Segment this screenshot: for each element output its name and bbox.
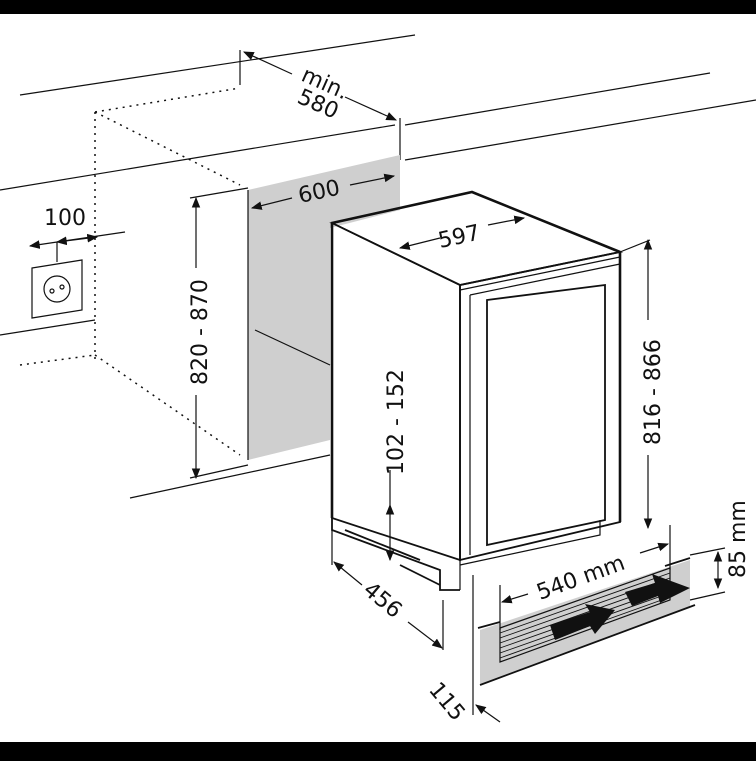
appliance-height-label: 816 - 866: [641, 339, 666, 445]
bottom-frame-bar: [0, 742, 756, 756]
countertop: [0, 34, 756, 191]
appliance-plinth: [331, 518, 601, 591]
vent-height-ext-a: [689, 547, 726, 556]
niche-width-arrow-a: [250, 197, 293, 210]
airflow-in-arrow-icon: [550, 604, 615, 640]
socket-offset-label: 100: [44, 206, 86, 231]
niche-width-arrow-b: [349, 173, 396, 186]
vent-height-ext-b: [689, 591, 726, 601]
appliance-depth-arrow-b: [407, 621, 443, 649]
power-socket-icon: [31, 242, 83, 319]
airflow-out-arrow-icon: [625, 574, 690, 606]
socket-offset-arrows: [55, 233, 99, 246]
appliance-width-arrow-b: [487, 215, 526, 226]
vent-height-label: 85 mm: [726, 500, 751, 578]
plinth-height-label: 102 - 152: [384, 369, 409, 475]
vent-width-arrow-b: [639, 542, 670, 554]
niche-height-label: 820 - 870: [188, 279, 213, 385]
niche: [0, 87, 400, 499]
appliance-depth-arrow-a: [333, 561, 363, 586]
appliance-width-arrow-a: [398, 237, 441, 250]
niche-depth-arrow-b: [344, 96, 397, 121]
plinth-setback-arrow: [475, 704, 501, 723]
vent-width-arrow-a: [500, 593, 529, 604]
top-frame-bar: [0, 0, 756, 14]
niche-depth-arrow-a: [243, 51, 293, 75]
